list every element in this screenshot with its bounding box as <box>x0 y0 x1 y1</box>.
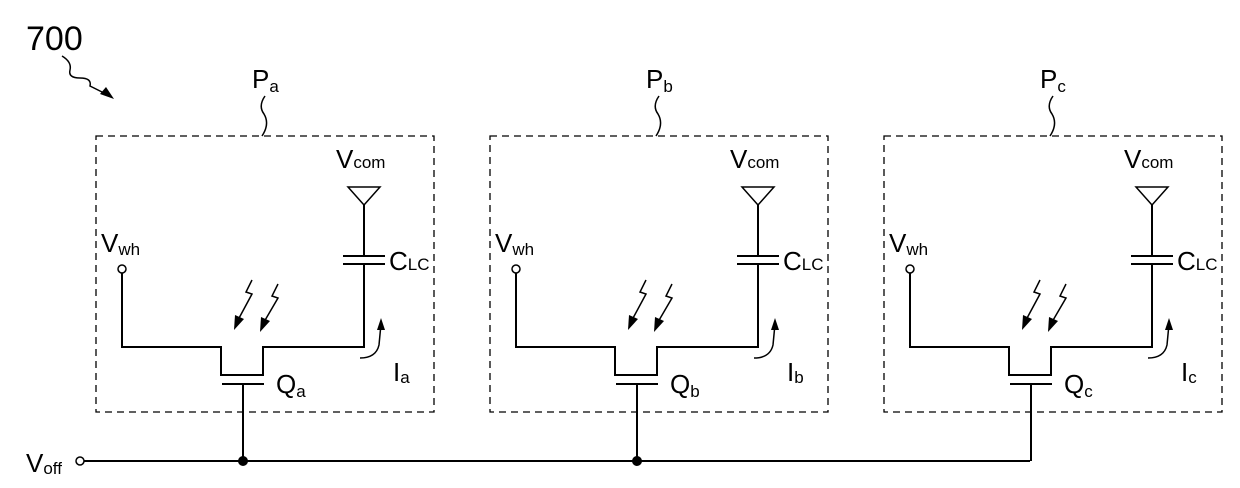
light-ray-1-arrowhead-b <box>628 315 638 330</box>
transistor-label-b: Qb <box>670 369 700 401</box>
voff-label: Voff <box>26 448 62 478</box>
light-ray-1-arrowhead-a <box>234 315 244 330</box>
pixel-label-b: Pb <box>646 64 673 96</box>
vwh-label-c: Vwh <box>889 228 928 259</box>
pixel-label-a: Pa <box>252 64 279 96</box>
transistor-label-a: Qa <box>276 369 306 401</box>
vcom-triangle-b <box>742 187 774 205</box>
transistor-label-c: Qc <box>1064 369 1093 401</box>
capacitor-label-c: CLC <box>1177 246 1218 276</box>
vwh-terminal-a <box>118 265 126 273</box>
figure-reference-arrowhead <box>100 87 114 99</box>
pixel-block-b: Pb Vwh Qb CLC Vcom Ib <box>490 64 828 461</box>
pixel-label-leader-a <box>261 96 266 136</box>
pixel-label-c: Pc <box>1040 64 1066 96</box>
vwh-label-a: Vwh <box>101 228 140 259</box>
light-ray-1-a <box>238 280 252 320</box>
current-arrowhead-c <box>1165 318 1173 330</box>
pixel-label-leader-b <box>655 96 660 136</box>
voff-terminal <box>76 457 84 465</box>
figure-reference-arrow <box>62 56 110 96</box>
vcom-triangle-c <box>1136 187 1168 205</box>
pixel-label-leader-c <box>1049 96 1054 136</box>
light-ray-1-c <box>1026 280 1040 320</box>
pixel-block-a: Pa Vwh Qa CLC Vcom <box>96 64 434 461</box>
current-arrowhead-a <box>377 318 385 330</box>
light-ray-1-arrowhead-c <box>1022 315 1032 330</box>
light-ray-2-c <box>1052 284 1066 322</box>
vcom-label-b: Vcom <box>730 144 779 174</box>
light-ray-2-b <box>658 284 672 322</box>
current-label-c: Ic <box>1181 357 1197 387</box>
current-label-a: Ia <box>393 357 410 387</box>
vwh-terminal-c <box>906 265 914 273</box>
figure-reference: 700 <box>26 20 83 58</box>
pixel-boundary-a <box>96 136 434 412</box>
light-ray-2-arrowhead-c <box>1048 317 1058 332</box>
vwh-label-b: Vwh <box>495 228 534 259</box>
pixel-block-c: Pc Vwh Qc CLC Vcom Ic <box>884 64 1222 461</box>
vwh-terminal-b <box>512 265 520 273</box>
capacitor-label-a: CLC <box>389 246 430 276</box>
vcom-label-a: Vcom <box>336 144 385 174</box>
vcom-triangle-a <box>348 187 380 205</box>
light-ray-2-arrowhead-b <box>654 317 664 332</box>
light-ray-2-arrowhead-a <box>260 317 270 332</box>
vcom-label-c: Vcom <box>1124 144 1173 174</box>
pixel-boundary-c <box>884 136 1222 412</box>
current-label-b: Ib <box>787 357 804 387</box>
current-arrowhead-b <box>771 318 779 330</box>
light-ray-1-b <box>632 280 646 320</box>
capacitor-label-b: CLC <box>783 246 824 276</box>
light-ray-2-a <box>264 284 278 322</box>
pixel-boundary-b <box>490 136 828 412</box>
